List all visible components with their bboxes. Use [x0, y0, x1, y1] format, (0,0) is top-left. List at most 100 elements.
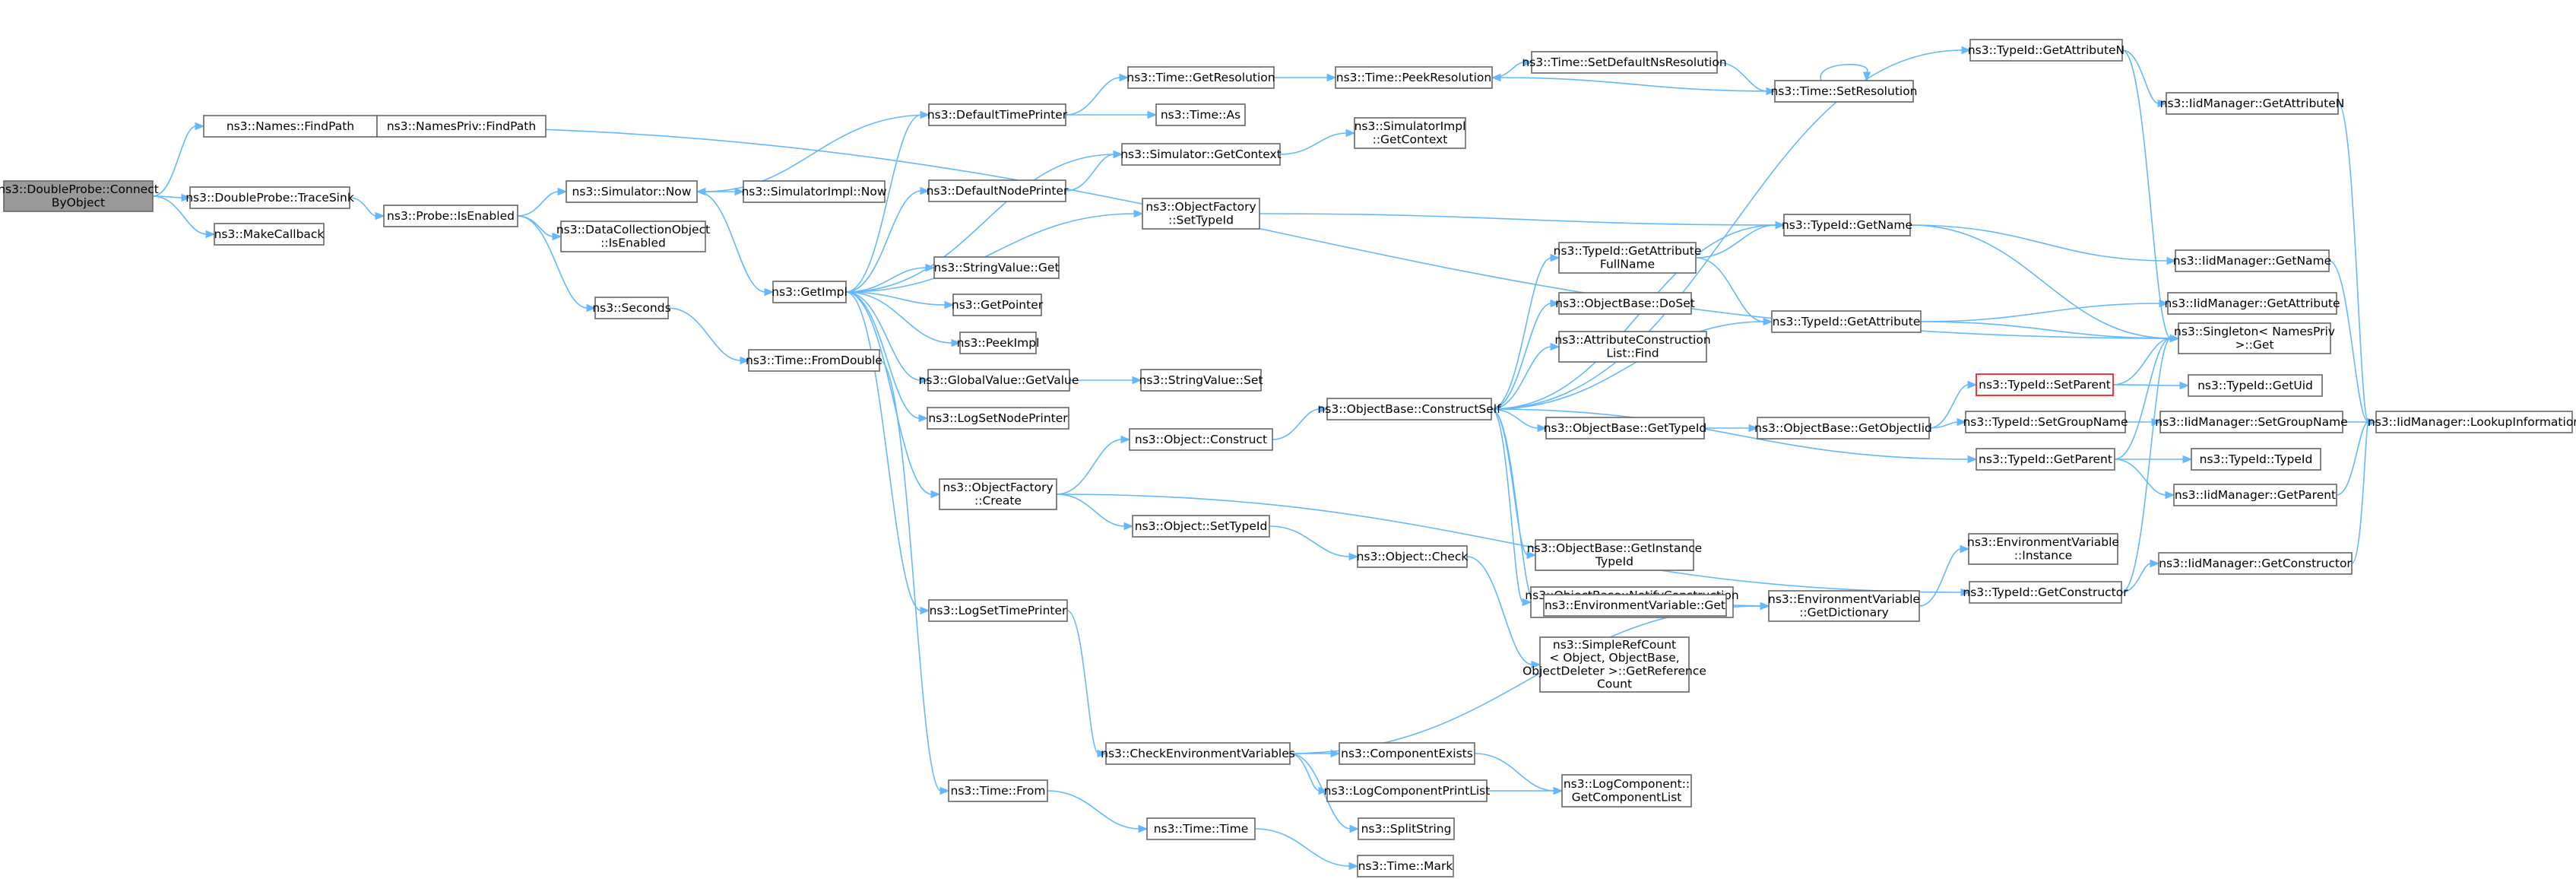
node-of-create[interactable]: ns3::ObjectFactory::Create [939, 478, 1057, 510]
node-defaultnodeprinter[interactable]: ns3::DefaultNodePrinter [927, 179, 1069, 202]
node-time-mark[interactable]: ns3::Time::Mark [1357, 855, 1454, 877]
node-envvar-instance[interactable]: ns3::EnvironmentVariable::Instance [1967, 533, 2119, 565]
node-label: ns3::TypeId::TypeId [2200, 452, 2313, 466]
node-stringvalue-set[interactable]: ns3::StringValue::Set [1139, 369, 1263, 392]
node-tid-getattribute[interactable]: ns3::TypeId::GetAttribute [1771, 310, 1922, 333]
node-logsetnodeprinter[interactable]: ns3::LogSetNodePrinter [927, 407, 1069, 430]
node-tid-getuid[interactable]: ns3::TypeId::GetUid [2188, 374, 2323, 397]
node-object-settypeid[interactable]: ns3::Object::SetTypeId [1132, 515, 1270, 538]
node-sim-now[interactable]: ns3::Simulator::Now [566, 180, 698, 203]
node-simplerefcount[interactable]: ns3::SimpleRefCount< Object, ObjectBase,… [1522, 636, 1706, 693]
node-componentexists[interactable]: ns3::ComponentExists [1339, 742, 1475, 765]
node-tid-getconstructor[interactable]: ns3::TypeId::GetConstructor [1963, 581, 2128, 604]
node-getresolution[interactable]: ns3::Time::GetResolution [1126, 66, 1275, 89]
node-tid-getparent[interactable]: ns3::TypeId::GetParent [1976, 448, 2115, 471]
node-findpath[interactable]: ns3::Names::FindPath [203, 115, 378, 138]
edge-tid-getattribute-to-iid-getattribute [1920, 299, 2169, 322]
node-iid-setgroupname[interactable]: ns3::IidManager::SetGroupName [2155, 411, 2348, 433]
node-getcomponentlist[interactable]: ns3::LogComponent::GetComponentList [1561, 774, 1692, 808]
node-singleton-get[interactable]: ns3::Singleton< NamesPriv >::Get [2174, 322, 2335, 354]
node-box [1357, 855, 1454, 877]
edge-root-to-makecallback [152, 195, 216, 239]
node-iid-getattribute[interactable]: ns3::IidManager::GetAttribute [2164, 292, 2340, 315]
node-seconds[interactable]: ns3::Seconds [592, 297, 671, 319]
node-box [952, 294, 1042, 316]
node-tid-typeid[interactable]: ns3::TypeId::TypeId [2191, 448, 2321, 471]
node-isenabled[interactable]: ns3::Probe::IsEnabled [383, 205, 518, 227]
edge-getimpl-to-getpointer [845, 291, 955, 309]
edge-isenabled-to-dco-isenabled [517, 215, 562, 241]
node-object-check[interactable]: ns3::Object::Check [1357, 545, 1469, 568]
node-logsettimeprinter[interactable]: ns3::LogSetTimePrinter [928, 599, 1068, 622]
node-iid-lookupinfo[interactable]: ns3::IidManager::LookupInformation [2368, 411, 2576, 433]
node-label: ns3::NamesPriv::FindPath [387, 119, 536, 133]
node-box [748, 349, 880, 372]
edge-tid-getattributen-to-iid-getattributen [2121, 49, 2168, 108]
node-stringvalue-get[interactable]: ns3::StringValue::Get [933, 256, 1060, 279]
node-box [1146, 817, 1256, 840]
edge-tid-getparent-to-iid-getparent [2114, 459, 2175, 500]
node-fromdouble[interactable]: ns3::Time::FromDouble [746, 349, 882, 372]
node-object-construct[interactable]: ns3::Object::Construct [1129, 428, 1273, 451]
node-label: ns3::CheckEnvironmentVariables [1101, 747, 1295, 760]
node-box [1976, 448, 2115, 471]
node-tid-getname[interactable]: ns3::TypeId::GetName [1782, 214, 1912, 236]
node-ob-doset[interactable]: ns3::ObjectBase::DoSet [1555, 292, 1695, 315]
node-tid-setgroupname[interactable]: ns3::TypeId::SetGroupName [1963, 411, 2128, 433]
node-time-time[interactable]: ns3::Time::Time [1146, 817, 1256, 840]
node-tid-getattributen[interactable]: ns3::TypeId::GetAttributeN [1968, 39, 2124, 62]
node-makecallback[interactable]: ns3::MakeCallback [214, 223, 325, 246]
edge-tid-getparent-to-singleton-get [2114, 334, 2180, 460]
node-time-as[interactable]: ns3::Time::As [1155, 103, 1246, 126]
node-ob-getobjectiid[interactable]: ns3::ObjectBase::GetObjectIid [1754, 417, 1932, 440]
node-getimpl[interactable]: ns3::GetImpl [772, 281, 848, 303]
node-sim-getcontext[interactable]: ns3::Simulator::GetContext [1120, 143, 1282, 166]
node-logcomponentprintlist[interactable]: ns3::LogComponentPrintList [1324, 779, 1491, 802]
node-getpointer[interactable]: ns3::GetPointer [952, 294, 1044, 316]
node-of-settypeid[interactable]: ns3::ObjectFactory::SetTypeId [1142, 198, 1260, 230]
node-setdefaultnsres[interactable]: ns3::Time::SetDefaultNsResolution [1522, 51, 1727, 74]
node-box [566, 180, 698, 203]
node-iid-getconstructor[interactable]: ns3::IidManager::GetConstructor [2158, 552, 2353, 575]
edge-time-time-to-time-mark [1254, 828, 1359, 871]
node-simimpl-getcontext[interactable]: ns3::SimulatorImpl::GetContext [1354, 117, 1466, 149]
node-box [948, 779, 1048, 802]
node-setresolution[interactable]: ns3::Time::SetResolution [1770, 80, 1918, 103]
node-tid-setparent[interactable]: ns3::TypeId::SetParent [1976, 373, 2114, 396]
edge-ob-getobjectiid-to-tid-setgroupname [1928, 417, 1967, 429]
node-iid-getname[interactable]: ns3::IidManager::GetName [2173, 249, 2331, 272]
node-gv-getvalue[interactable]: ns3::GlobalValue::GetValue [919, 369, 1079, 392]
node-defaulttimeprinter[interactable]: ns3::DefaultTimePrinter [927, 103, 1068, 126]
node-checkenvvars[interactable]: ns3::CheckEnvironmentVariables [1101, 742, 1295, 765]
node-label: ns3::LogSetTimePrinter [930, 604, 1067, 617]
node-envvar-get[interactable]: ns3::EnvironmentVariable::Get [1543, 594, 1727, 617]
node-label: ns3::Simulator::Now [572, 185, 692, 198]
node-box [1976, 373, 2114, 396]
edge-iid-getname-to-iid-lookupinfo [2328, 260, 2378, 427]
node-peekresolution[interactable]: ns3::Time::PeekResolution [1335, 66, 1493, 89]
node-peekimpl[interactable]: ns3::PeekImpl [957, 332, 1040, 354]
node-constructself[interactable]: ns3::ObjectBase::ConstructSelf [1317, 398, 1501, 420]
node-label: ns3::EnvironmentVariable::Get [1545, 598, 1725, 612]
node-dco-isenabled[interactable]: ns3::DataCollectionObject::IsEnabled [556, 221, 710, 252]
node-splitstring[interactable]: ns3::SplitString [1358, 817, 1455, 840]
node-simimpl-now[interactable]: ns3::SimulatorImpl::Now [741, 180, 887, 203]
node-iid-getparent[interactable]: ns3::IidManager::GetParent [2173, 484, 2337, 506]
node-time-from[interactable]: ns3::Time::From [948, 779, 1048, 802]
node-ob-gettypeid[interactable]: ns3::ObjectBase::GetTypeId [1544, 417, 1707, 440]
node-label: ns3::Time::SetResolution [1770, 84, 1917, 98]
node-box [376, 115, 547, 138]
node-label: ByObject [52, 195, 105, 209]
node-box [2158, 552, 2353, 575]
node-iid-getattributen[interactable]: ns3::IidManager::GetAttributeN [2160, 92, 2345, 115]
node-label: ns3::Object::SetTypeId [1135, 519, 1268, 533]
node-tracesink[interactable]: ns3::DoubleProbe::TraceSink [185, 186, 354, 209]
node-envvar-getdict[interactable]: ns3::EnvironmentVariable::GetDictionary [1768, 590, 1920, 622]
node-namespriv-findpath[interactable]: ns3::NamesPriv::FindPath [376, 115, 547, 138]
node-label: ns3::Object::Check [1357, 550, 1469, 563]
node-label: ns3::Time::Mark [1358, 859, 1453, 873]
